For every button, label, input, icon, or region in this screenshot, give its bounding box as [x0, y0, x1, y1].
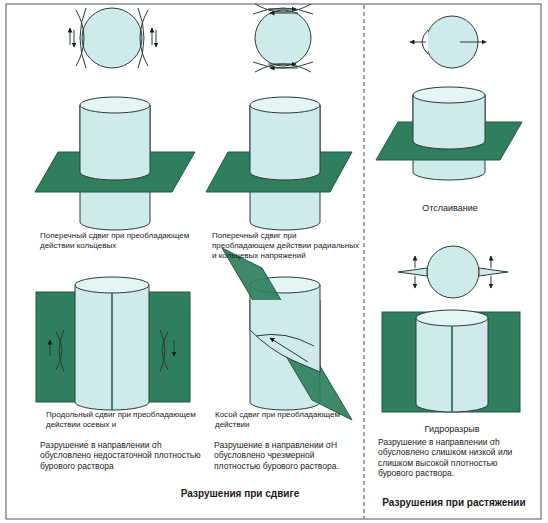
failure-caption: Гидроразрыв	[392, 424, 512, 435]
cause-note: Разрушение в направлении σh обусловлено …	[378, 437, 530, 478]
failure-caption: Поперечный сдвиг при преобладающем дейст…	[40, 231, 225, 251]
failure-caption: Косой сдвиг при преобладающем действии	[215, 410, 355, 430]
cause-note: Разрушение в направлении σH обусловлено …	[214, 440, 360, 471]
failure-caption: Продольный сдвиг при преобладающем дейст…	[46, 410, 206, 430]
failure-caption: Отслаивание	[400, 203, 500, 214]
cause-note: Разрушение в направлении σh обусловлено …	[40, 440, 212, 471]
group-heading: Разрушения при растяжении	[367, 497, 541, 509]
failure-caption: Поперечный сдвиг при преобладающем дейст…	[212, 231, 360, 260]
group-heading: Разрушения при сдвиге	[140, 488, 340, 500]
